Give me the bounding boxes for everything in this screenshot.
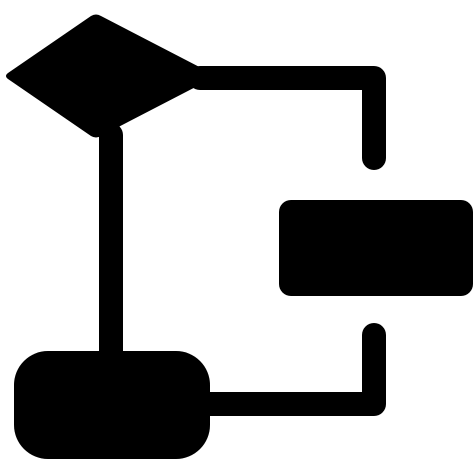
decision-diamond-shape [6,14,214,138]
process-rectangle [279,200,473,296]
connector-bottom-right [188,323,386,416]
terminal-rounded-rectangle [14,351,210,459]
connector-top-right [188,66,386,170]
